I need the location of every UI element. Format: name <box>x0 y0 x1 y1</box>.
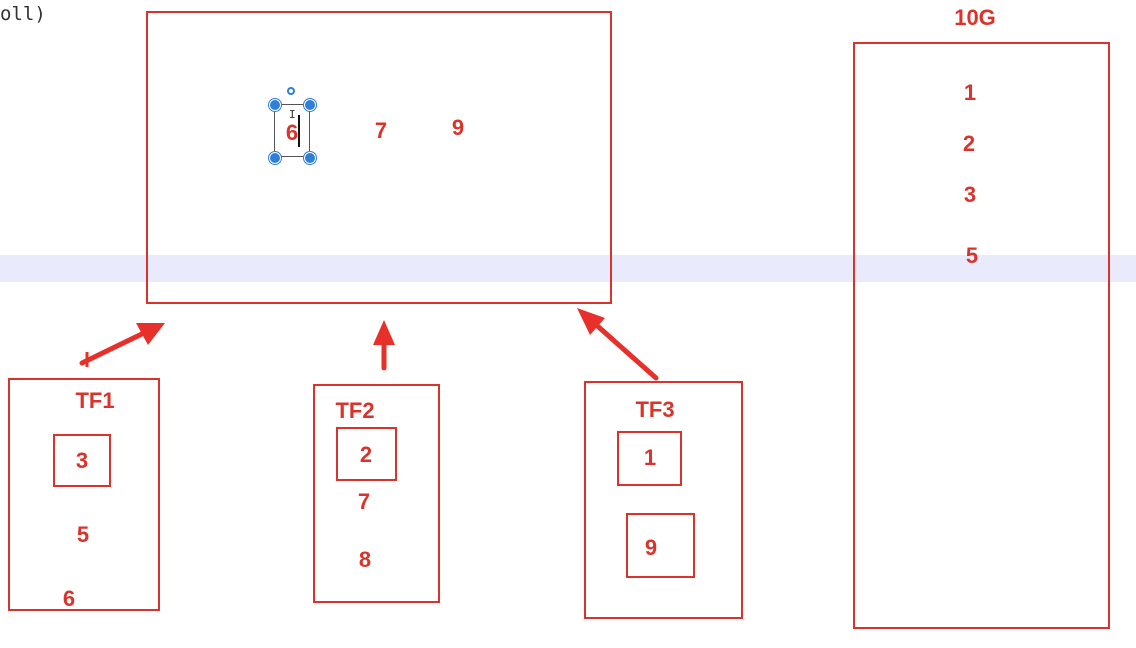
tf2-item: 8 <box>358 547 372 572</box>
selection-frame[interactable] <box>274 104 310 157</box>
ibeam-cursor-icon: I <box>289 108 296 121</box>
top-result-box[interactable] <box>146 11 612 304</box>
code-fragment-text: oll) <box>0 3 46 25</box>
arrow-tf1-to-top-icon <box>79 323 165 367</box>
tf1-boxed-item-box[interactable] <box>53 434 111 487</box>
top-item-7: 7 <box>374 118 388 143</box>
text-caret <box>298 115 300 147</box>
line-highlight-band <box>0 255 1136 282</box>
storage-title: 10G <box>954 5 996 30</box>
top-item-6-selected[interactable]: 6 <box>285 120 299 145</box>
tf1-boxed-item: 3 <box>75 448 89 473</box>
tf1-item: 5 <box>76 522 90 547</box>
tf2-box[interactable] <box>313 384 440 603</box>
storage-box[interactable] <box>853 42 1110 629</box>
tf2-item: 7 <box>357 489 371 514</box>
tf3-boxed-item: 9 <box>644 535 658 560</box>
storage-item: 2 <box>962 131 976 156</box>
resize-handle-icon[interactable] <box>304 152 316 164</box>
tf1-item: 6 <box>62 586 76 611</box>
resize-handle-icon[interactable] <box>269 152 281 164</box>
tf1-box[interactable] <box>8 378 160 611</box>
tf3-boxed-item: 1 <box>643 445 657 470</box>
tf3-title: TF3 <box>635 397 675 422</box>
tf2-boxed-item: 2 <box>359 442 373 467</box>
tf3-boxed-item-box[interactable] <box>626 513 695 578</box>
close-handle-icon[interactable] <box>304 99 316 111</box>
arrow-tf3-to-top-icon <box>577 308 659 381</box>
tf2-title: TF2 <box>335 398 375 423</box>
tf3-box[interactable] <box>584 381 743 619</box>
storage-item: 1 <box>963 80 977 105</box>
tf2-boxed-item-box[interactable] <box>336 427 397 481</box>
storage-item: 3 <box>963 182 977 207</box>
resize-handle-icon[interactable] <box>269 99 281 111</box>
arrow-tf2-to-top-icon <box>373 320 395 371</box>
rotate-handle-icon[interactable] <box>287 87 295 95</box>
tf3-boxed-item-box[interactable] <box>617 431 682 486</box>
tf1-title: TF1 <box>75 388 115 413</box>
top-item-9: 9 <box>451 115 465 140</box>
storage-item: 5 <box>965 243 979 268</box>
